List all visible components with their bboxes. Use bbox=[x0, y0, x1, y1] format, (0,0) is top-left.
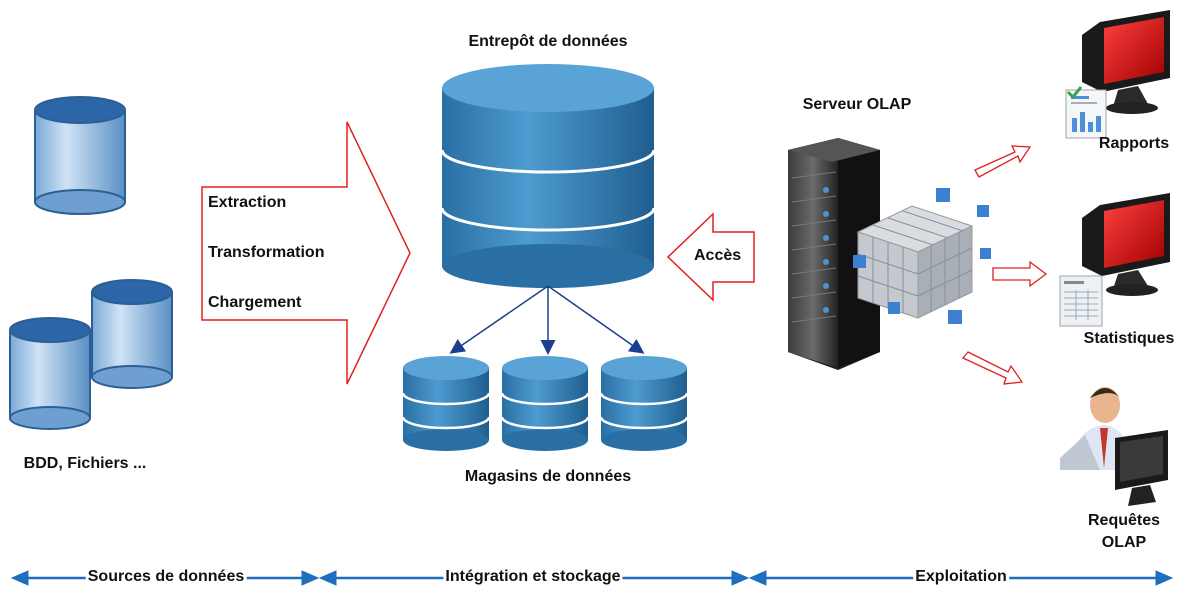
phase-label-integration: Intégration et stockage bbox=[443, 568, 623, 586]
source-db-icon-back bbox=[91, 279, 173, 389]
data-mart-icon bbox=[599, 356, 689, 451]
statistics-document-icon bbox=[1059, 275, 1103, 327]
output-label-reports: Rapports bbox=[1098, 135, 1170, 152]
phase-label-exploitation: Exploitation bbox=[913, 568, 1009, 586]
etl-arrow bbox=[201, 121, 411, 385]
etl-step-chargement: Chargement bbox=[208, 294, 302, 311]
access-label: Accès bbox=[694, 247, 742, 264]
source-db-icon bbox=[34, 96, 126, 215]
output-label-queries-1: Requêtes bbox=[1087, 512, 1161, 529]
data-mart-icon bbox=[500, 356, 590, 451]
access-arrow bbox=[666, 212, 755, 302]
data-mart-icon bbox=[401, 356, 491, 451]
warehouse-to-marts-arrows bbox=[449, 285, 645, 355]
monitor-icon bbox=[1082, 10, 1170, 114]
source-db-icon-front bbox=[9, 317, 91, 430]
warehouse-title: Entrepôt de données bbox=[468, 33, 628, 50]
output-label-statistics: Statistiques bbox=[1083, 330, 1175, 347]
phase-label-sources: Sources de données bbox=[85, 568, 247, 586]
etl-step-transformation: Transformation bbox=[208, 244, 325, 261]
olap-server-title: Serveur OLAP bbox=[802, 96, 912, 113]
marts-label: Magasins de données bbox=[464, 468, 632, 485]
monitor-icon bbox=[1082, 193, 1170, 296]
output-arrow-queries bbox=[961, 351, 1024, 385]
report-document-icon bbox=[1065, 86, 1107, 139]
output-label-queries-2: OLAP bbox=[1101, 534, 1147, 551]
etl-step-extraction: Extraction bbox=[208, 194, 287, 211]
olap-cube-icon bbox=[853, 188, 991, 324]
output-arrow-reports bbox=[974, 145, 1032, 178]
user-at-computer-icon bbox=[1060, 387, 1168, 506]
sources-label: BDD, Fichiers ... bbox=[23, 455, 147, 472]
output-arrow-stats bbox=[992, 260, 1048, 288]
warehouse-db-icon bbox=[440, 64, 656, 288]
